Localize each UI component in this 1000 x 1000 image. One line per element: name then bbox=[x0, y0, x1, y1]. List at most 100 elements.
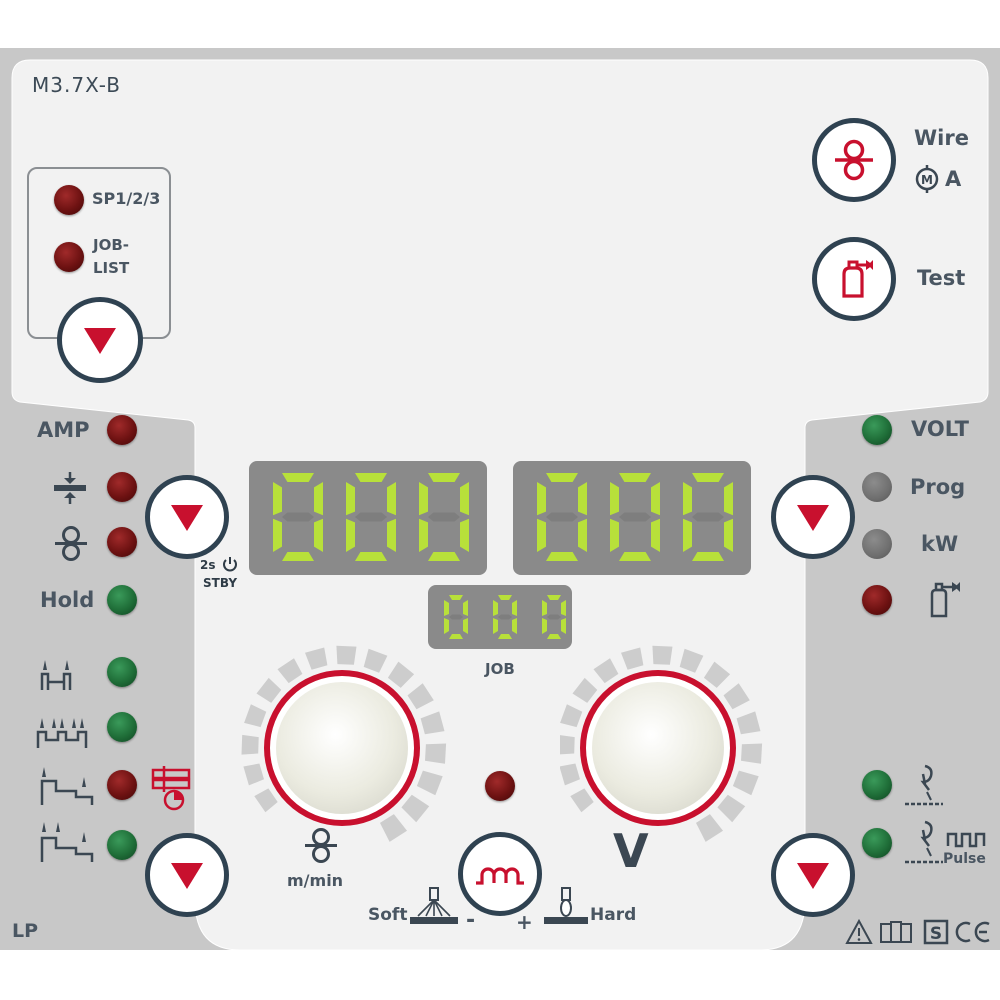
right-main-display bbox=[513, 461, 751, 575]
pulse-welding-icon bbox=[905, 820, 943, 864]
segment-e bbox=[444, 618, 449, 634]
footer-left-label: LP bbox=[12, 920, 39, 942]
segment-d bbox=[355, 552, 387, 561]
process-select-button[interactable] bbox=[771, 833, 855, 917]
material-thickness-icon bbox=[54, 472, 86, 504]
segment-d bbox=[547, 634, 561, 639]
4-step-mode-icon bbox=[36, 718, 88, 748]
left-display-select-button[interactable] bbox=[145, 475, 229, 559]
scale-tick bbox=[723, 683, 750, 710]
hold-label: Hold bbox=[40, 588, 95, 612]
minus-label: - bbox=[466, 908, 476, 933]
special-2-step-icon bbox=[40, 767, 94, 805]
scale-tick bbox=[570, 788, 594, 813]
wire-speed-icon bbox=[305, 828, 337, 863]
scale-tick bbox=[736, 711, 761, 735]
segment-e bbox=[542, 618, 547, 634]
right-display-select-button[interactable] bbox=[771, 475, 855, 559]
segment-c bbox=[314, 518, 323, 552]
scale-tick bbox=[416, 770, 443, 796]
scale-tick bbox=[560, 763, 580, 786]
wire-inch-button[interactable] bbox=[812, 118, 896, 202]
compliance-marks: S bbox=[845, 918, 990, 945]
operating-mode-button[interactable] bbox=[145, 833, 229, 917]
gas-test-button[interactable] bbox=[812, 237, 896, 321]
segment-a bbox=[498, 595, 512, 600]
amp-led bbox=[107, 415, 137, 445]
scale-tick bbox=[387, 661, 415, 688]
scale-tick bbox=[703, 661, 731, 688]
segment-a bbox=[355, 473, 387, 482]
test-label: Test bbox=[917, 266, 966, 290]
volt-label: VOLT bbox=[911, 417, 969, 441]
down-arrow-icon bbox=[171, 505, 203, 531]
segment-b bbox=[512, 600, 517, 616]
down-arrow-icon bbox=[797, 863, 829, 889]
soft-arc-icon bbox=[410, 887, 458, 924]
choke-coil-icon bbox=[476, 867, 524, 885]
segment-a bbox=[546, 473, 578, 482]
segment-c bbox=[387, 518, 396, 552]
segment-d bbox=[282, 552, 314, 561]
segment-f bbox=[537, 482, 546, 516]
2-step-mode-icon bbox=[40, 660, 72, 690]
segment-e bbox=[346, 518, 355, 552]
segment-b bbox=[387, 482, 396, 516]
segment-f bbox=[273, 482, 282, 516]
scale-tick bbox=[363, 648, 388, 673]
segment-f bbox=[346, 482, 355, 516]
segment-c bbox=[578, 518, 587, 552]
segment-b bbox=[578, 482, 587, 516]
scale-tick bbox=[380, 814, 407, 842]
voltage-knob[interactable] bbox=[580, 670, 736, 826]
scale-tick bbox=[679, 648, 704, 673]
segment-b bbox=[724, 482, 733, 516]
memory-select-button[interactable] bbox=[57, 297, 143, 383]
standard-mode-led bbox=[862, 770, 892, 800]
down-arrow-icon bbox=[84, 328, 116, 354]
left-main-display bbox=[249, 461, 487, 575]
manual-icon bbox=[880, 921, 912, 943]
segment-a bbox=[619, 473, 651, 482]
wire-speed-knob[interactable] bbox=[264, 670, 420, 826]
pulse-mode-led bbox=[862, 828, 892, 858]
volt-led bbox=[862, 415, 892, 445]
scale-tick bbox=[254, 788, 278, 813]
segment-c bbox=[460, 518, 469, 552]
segment-b bbox=[460, 482, 469, 516]
segment-d bbox=[692, 552, 724, 561]
segment-a bbox=[428, 473, 460, 482]
segment-b bbox=[561, 600, 566, 616]
2-step-led bbox=[107, 657, 137, 687]
segment-g bbox=[355, 512, 387, 522]
scale-tick bbox=[652, 645, 673, 665]
segment-f bbox=[610, 482, 619, 516]
choke-effect-button[interactable] bbox=[458, 832, 542, 916]
segment-a bbox=[282, 473, 314, 482]
segment-e bbox=[610, 518, 619, 552]
scale-tick bbox=[572, 677, 598, 703]
segment-b bbox=[463, 600, 468, 616]
wire-speed-icon bbox=[55, 526, 87, 561]
standby-label: STBY bbox=[203, 576, 238, 590]
segment-d bbox=[449, 634, 463, 639]
segment-g bbox=[692, 512, 724, 522]
scale-tick bbox=[621, 647, 644, 670]
segment-c bbox=[651, 518, 660, 552]
segment-e bbox=[493, 618, 498, 634]
wire-speed-led bbox=[107, 527, 137, 557]
segment-e bbox=[273, 518, 282, 552]
sp-label: SP1/2/3 bbox=[92, 189, 161, 208]
scale-tick bbox=[741, 743, 763, 764]
kw-led bbox=[862, 529, 892, 559]
segment-d bbox=[498, 634, 512, 639]
s-mark-icon: S bbox=[923, 919, 949, 945]
amp-label: AMP bbox=[37, 418, 90, 442]
soft-label: Soft bbox=[368, 905, 408, 925]
scale-tick bbox=[420, 711, 445, 735]
segment-d bbox=[546, 552, 578, 561]
down-arrow-icon bbox=[797, 505, 829, 531]
special-2-step-led bbox=[107, 770, 137, 800]
standard-welding-icon bbox=[905, 764, 943, 806]
segment-b bbox=[651, 482, 660, 516]
